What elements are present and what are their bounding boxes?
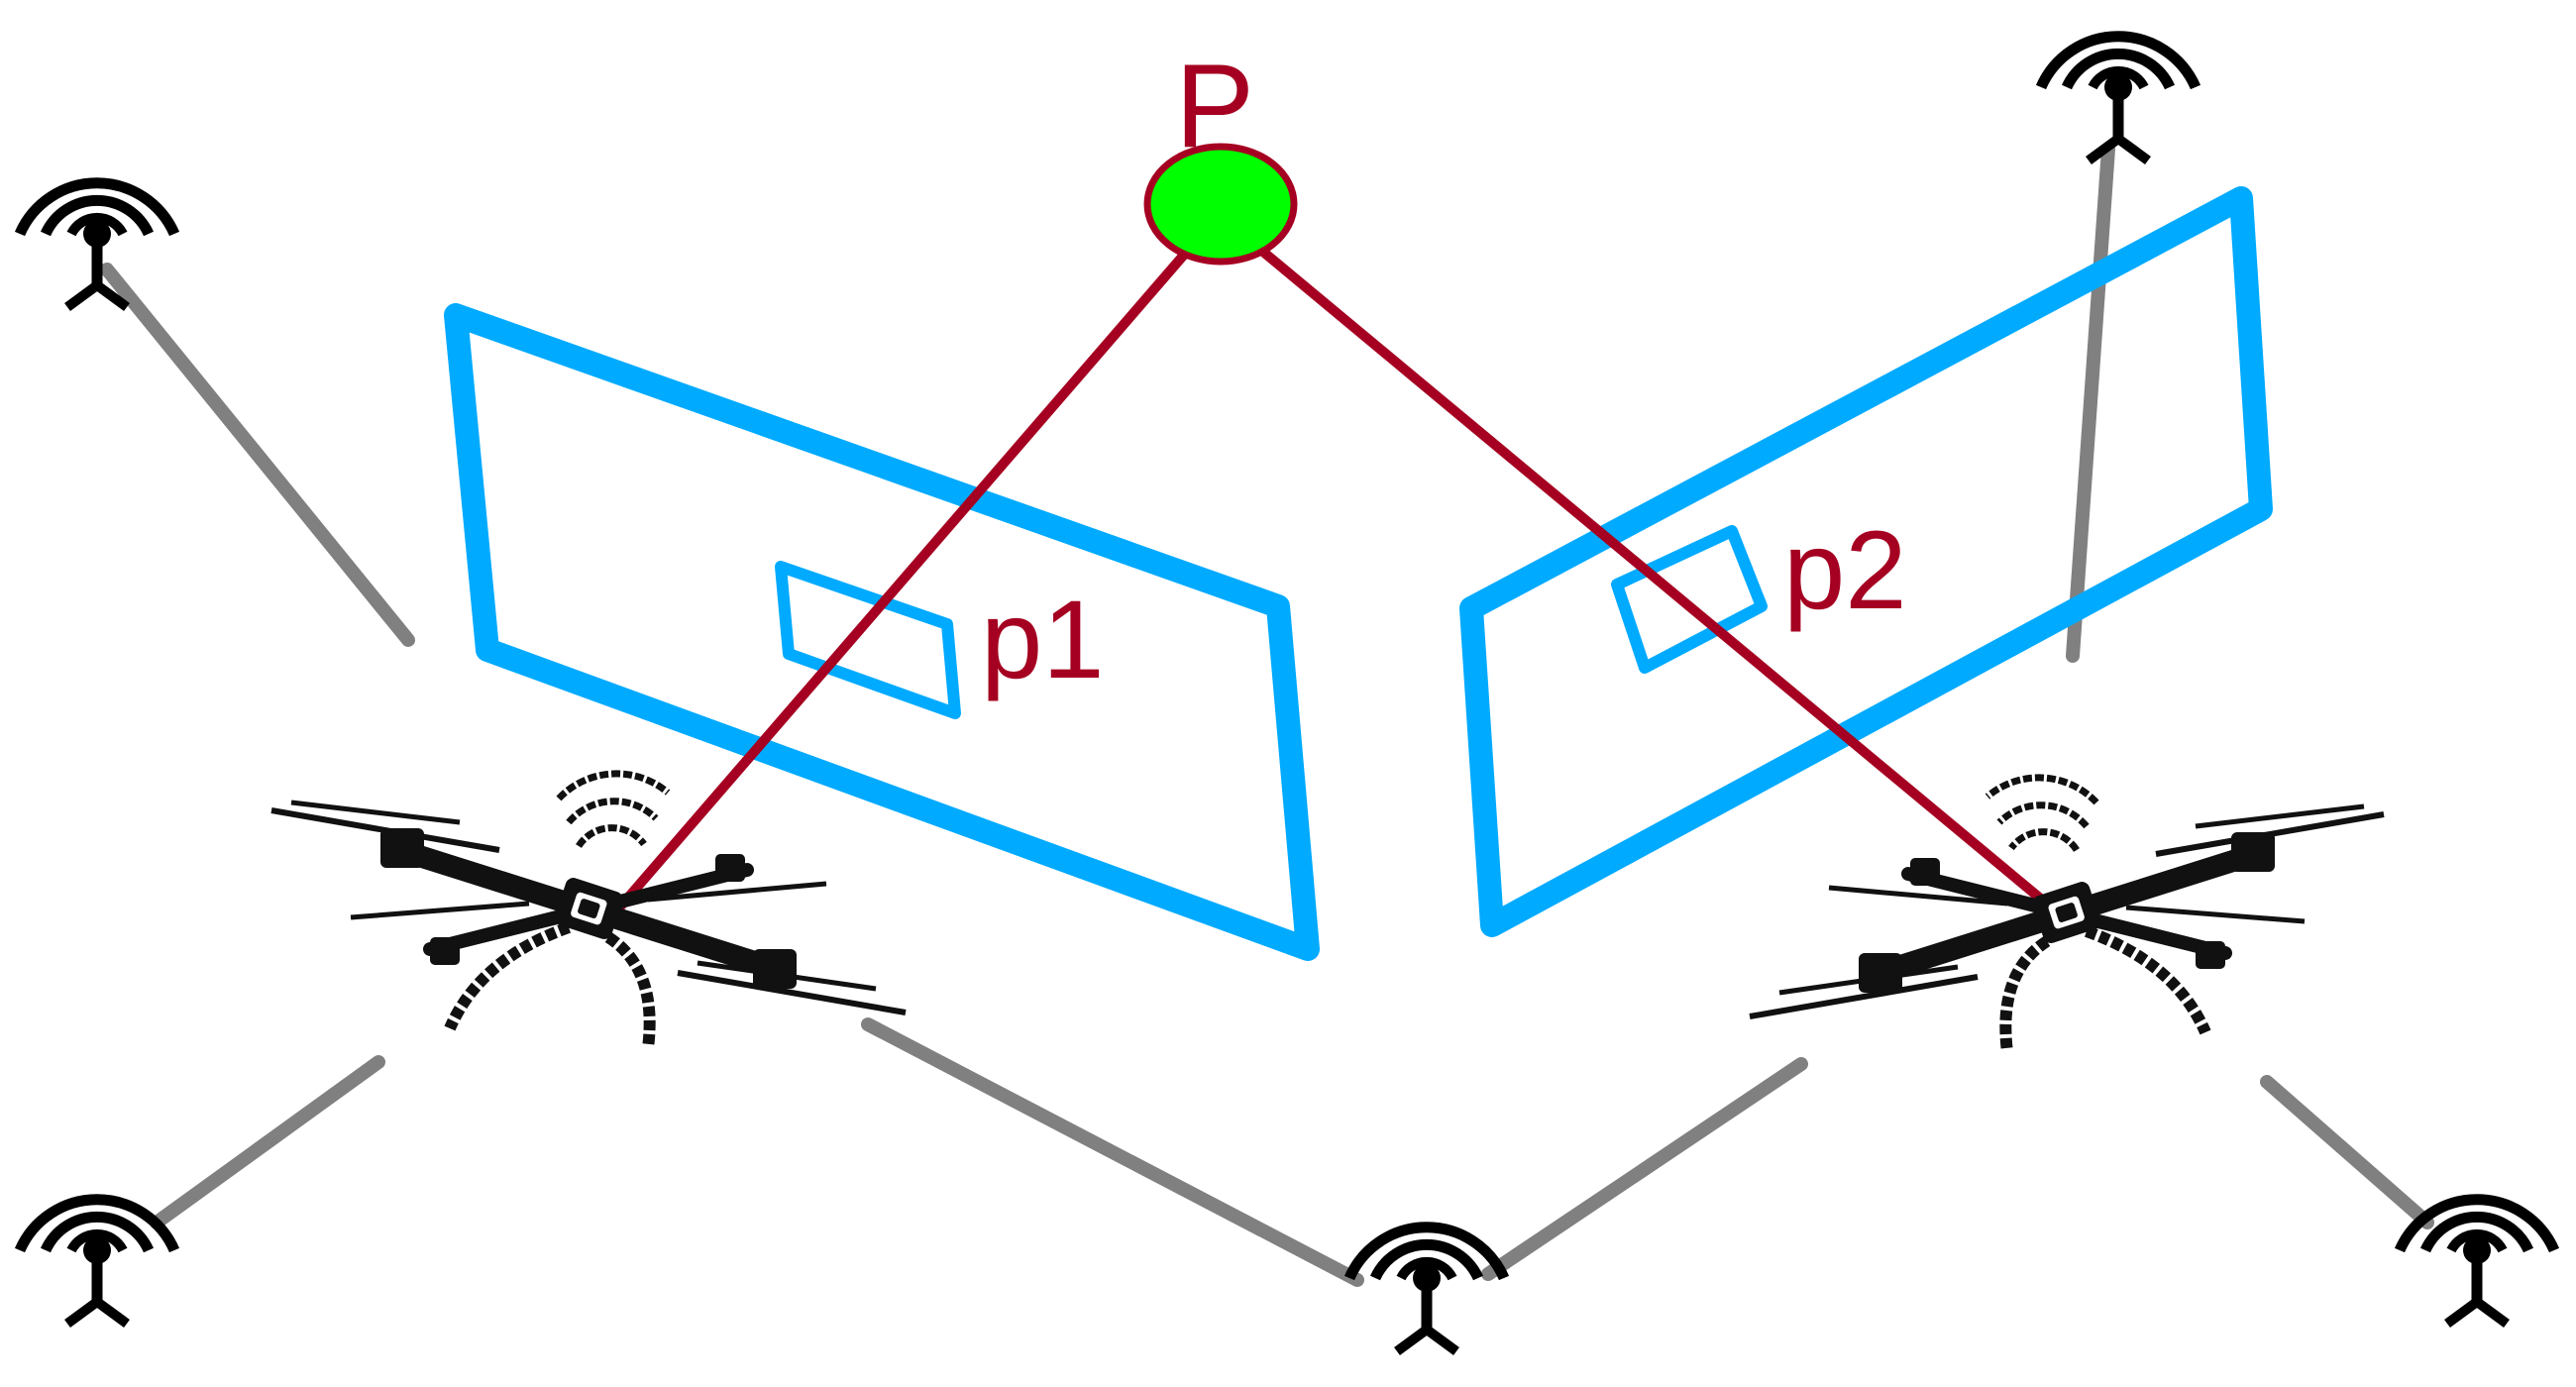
point-marker xyxy=(1143,143,1298,266)
anchor-top-left xyxy=(20,183,174,307)
projection-label-right: p2 xyxy=(1783,508,1907,632)
point-label: P xyxy=(1175,40,1254,172)
anchor-top-right xyxy=(2041,37,2196,160)
uwb-link-bottom-center-right xyxy=(1481,1057,1808,1281)
image-plane-right xyxy=(1459,186,2273,937)
ray-right xyxy=(1253,243,2078,930)
uwb-link-bottom-right xyxy=(2260,1075,2434,1229)
uwb-link-bottom-left xyxy=(150,1055,385,1229)
projection-rays xyxy=(597,243,2078,932)
uwb-anchor-antenna-icon xyxy=(2400,1200,2554,1324)
image-plane-left xyxy=(444,303,1320,961)
uwb-links xyxy=(100,142,2434,1287)
uwb-anchor-antenna-icon xyxy=(20,183,174,307)
uwb-link-top-left xyxy=(100,263,415,647)
ray-left xyxy=(597,249,1190,932)
projection-box-right xyxy=(1611,525,1768,674)
projection-label-left: p1 xyxy=(981,578,1105,701)
anchor-bottom-right xyxy=(2400,1200,2554,1324)
drone-right xyxy=(1750,778,2384,1052)
drone-left xyxy=(271,774,906,1048)
image-planes xyxy=(444,186,2273,961)
projection-box-left xyxy=(775,561,961,719)
anchor-bottom-center xyxy=(1349,1227,1504,1351)
anchor-bottom-left xyxy=(20,1200,174,1324)
uwb-anchor-antenna-icon xyxy=(20,1200,174,1324)
quadcopter-drone-icon xyxy=(271,774,906,1048)
uwb-anchor-antenna-icon xyxy=(1349,1227,1504,1351)
uwb-link-bottom-center-left xyxy=(861,1017,1364,1287)
uwb-link-top-right xyxy=(2066,142,2115,663)
uwb-anchor-antenna-icon xyxy=(2041,37,2196,160)
quadcopter-drone-icon xyxy=(1750,778,2384,1052)
